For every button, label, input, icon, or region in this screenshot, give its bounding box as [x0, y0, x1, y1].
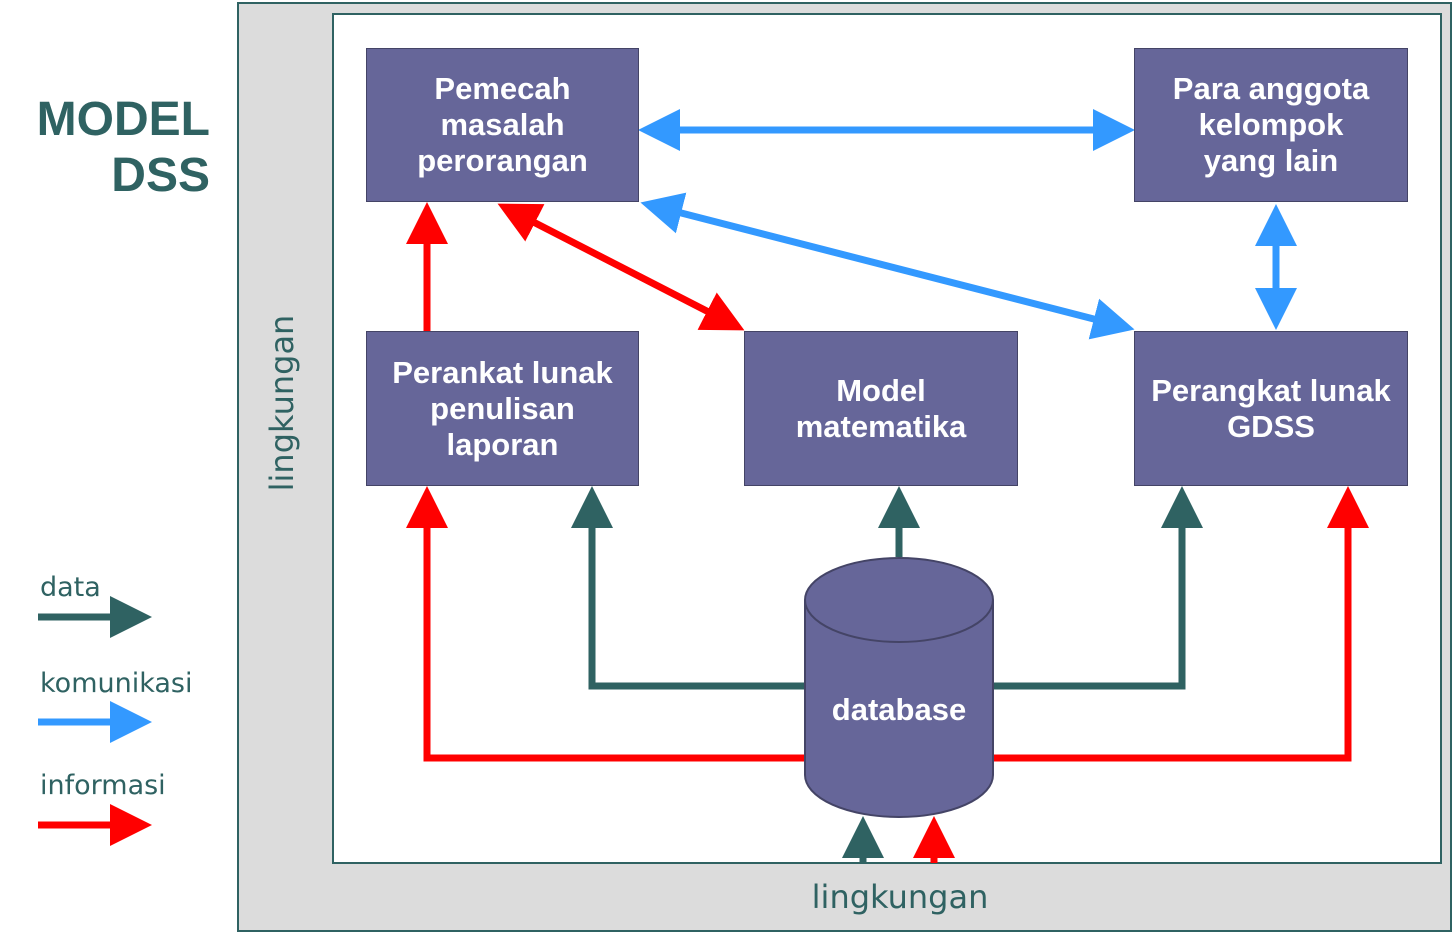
diagram-title: MODEL DSS	[0, 92, 210, 204]
environment-label-bottom: lingkungan	[811, 878, 989, 916]
arrow-pemecah-gdss	[640, 192, 1135, 340]
box-anggota-kelompok: Para anggota kelompok yang lain	[1134, 48, 1408, 202]
database-label: database	[831, 692, 967, 727]
legend-komunikasi-label: komunikasi	[40, 668, 193, 699]
database-cylinder	[804, 557, 994, 818]
box-model-matematika: Model matematika	[744, 331, 1018, 486]
box-perangkat-laporan: Perankat lunak penulisan laporan	[366, 331, 639, 486]
title-line-2: DSS	[111, 149, 210, 202]
title-line-1: MODEL	[36, 93, 210, 146]
arrow-db-laporan-info	[406, 486, 805, 762]
arrow-db-gdss-info	[993, 486, 1369, 762]
box-perangkat-gdss: Perangkat lunak GDSS	[1134, 331, 1408, 486]
legend-informasi-label: informasi	[40, 770, 166, 801]
legend-data-label: data	[40, 572, 101, 603]
arrow-db-gdss-data	[993, 486, 1203, 690]
box-pemecah-masalah: Pemecah masalah perorangan	[366, 48, 639, 202]
arrow-db-laporan-data	[571, 486, 805, 690]
arrow-pemecah-model	[497, 203, 745, 331]
